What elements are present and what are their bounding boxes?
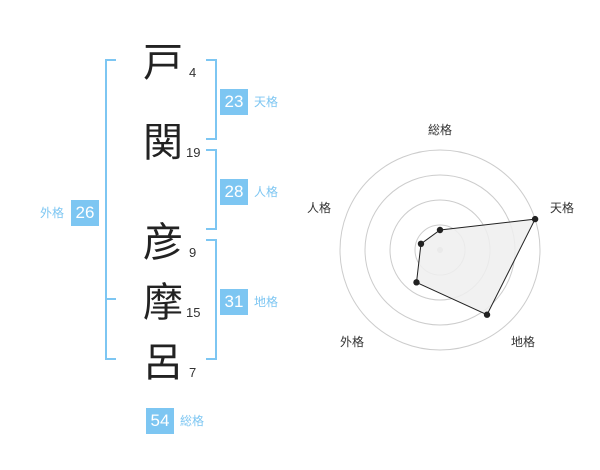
radar-point-2 — [531, 215, 539, 223]
name-char-4: 摩 — [143, 280, 183, 326]
stroke-count-4: 15 — [186, 305, 201, 320]
tenkaku-label: 天格 — [254, 95, 279, 109]
tenkaku-badge: 23 — [220, 89, 248, 115]
jinkaku-bracket — [206, 149, 217, 230]
radar-chart — [339, 149, 541, 351]
tenkaku-bracket — [206, 59, 217, 140]
soukaku-badge: 54 — [146, 408, 174, 434]
chikaku-label: 地格 — [254, 295, 279, 309]
stroke-count-5: 7 — [189, 365, 197, 380]
radar-point-4 — [413, 279, 420, 286]
radar-label-tenkaku: 天格 — [550, 201, 575, 215]
stroke-count-2: 19 — [186, 145, 201, 160]
jinkaku-label: 人格 — [254, 185, 279, 199]
name-char-3: 彦 — [143, 220, 183, 266]
stroke-count-3: 9 — [189, 245, 197, 260]
radar-point-5 — [417, 240, 425, 248]
radar-label-chikaku: 地格 — [511, 335, 536, 349]
name-char-1: 戸 — [143, 40, 183, 86]
radar-label-gaikaku: 外格 — [340, 335, 365, 349]
name-char-5: 呂 — [143, 340, 183, 386]
gaikaku-bracket — [105, 59, 116, 360]
stroke-count-1: 4 — [189, 65, 197, 80]
gaikaku-badge: 26 — [71, 200, 99, 226]
brackets — [105, 59, 217, 360]
gaikaku-label: 外格 — [40, 206, 65, 220]
radar-score-polygon — [415, 218, 536, 316]
radar-point-1 — [436, 226, 444, 234]
radar-label-jinkaku: 人格 — [307, 201, 332, 215]
jinkaku-badge: 28 — [220, 179, 248, 205]
radar-point-3 — [483, 311, 491, 318]
name-char-2: 関 — [143, 120, 183, 166]
chikaku-bracket — [206, 239, 217, 360]
soukaku-label: 総格 — [180, 414, 205, 428]
radar-grid-ring — [339, 149, 541, 351]
chikaku-badge: 31 — [220, 289, 248, 315]
radar-label-soukaku: 総格 — [428, 123, 453, 137]
